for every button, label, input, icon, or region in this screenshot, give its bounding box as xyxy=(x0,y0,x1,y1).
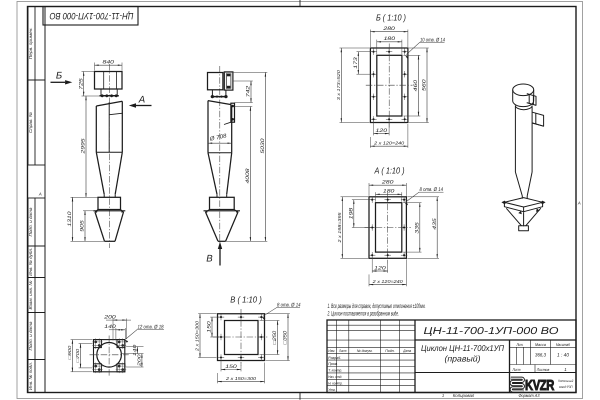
svg-text:(правый): (правый) xyxy=(445,354,481,364)
svg-text:2. Циклон поставляется в разо: 2. Циклон поставляется в разобранном вид… xyxy=(327,311,399,318)
svg-text:Б: Б xyxy=(56,70,62,81)
svg-text:Пров.: Пров. xyxy=(328,362,338,366)
svg-text:4008: 4008 xyxy=(245,168,251,183)
svg-text:Подп. и дата: Подп. и дата xyxy=(28,321,33,351)
svg-text:Изм.: Изм. xyxy=(328,349,335,353)
svg-text:Н. контр.: Н. контр. xyxy=(328,381,343,385)
svg-text:Б ( 1:10 ): Б ( 1:10 ) xyxy=(376,12,406,22)
svg-text:□250: □250 xyxy=(272,331,278,345)
svg-text:Копировал: Копировал xyxy=(453,393,475,398)
svg-text:10 отв. Ø 14: 10 отв. Ø 14 xyxy=(420,38,445,44)
svg-text:1310: 1310 xyxy=(67,211,73,226)
svg-text:В: В xyxy=(206,253,213,264)
svg-text:А: А xyxy=(577,201,581,206)
svg-text:Циклон ЦН-11-700х1УП: Циклон ЦН-11-700х1УП xyxy=(421,343,505,353)
svg-text:435: 435 xyxy=(432,218,438,230)
svg-text:Дата: Дата xyxy=(402,349,411,353)
svg-text:Инв. № подл.: Инв. № подл. xyxy=(28,362,33,390)
svg-text:Ø 708: Ø 708 xyxy=(208,133,228,143)
svg-text:Подп.: Подп. xyxy=(385,349,395,353)
svg-text:А: А xyxy=(138,94,145,105)
svg-text:180: 180 xyxy=(383,189,395,195)
svg-text:366,3: 366,3 xyxy=(535,353,546,359)
svg-text:2 х 198=395: 2 х 198=395 xyxy=(337,212,342,244)
svg-text:Инв. № дубл.: Инв. № дубл. xyxy=(28,248,33,276)
svg-text:8 отв. Ø 14: 8 отв. Ø 14 xyxy=(277,303,301,309)
svg-text:№ докум.: № докум. xyxy=(357,349,373,353)
svg-text:Формат А3: Формат А3 xyxy=(519,393,540,398)
svg-text:120: 120 xyxy=(374,265,386,271)
svg-text:Разраб.: Разраб. xyxy=(328,356,341,360)
svg-text:Взам. инв. №: Взам. инв. № xyxy=(28,280,33,309)
svg-text:Масштаб: Масштаб xyxy=(556,342,571,347)
svg-text:150: 150 xyxy=(225,364,237,370)
svg-text:840: 840 xyxy=(103,59,115,65)
svg-text:Масса: Масса xyxy=(535,342,547,347)
svg-text:280: 280 xyxy=(382,26,395,32)
svg-text:Котельный: Котельный xyxy=(558,379,573,383)
svg-text:ЦН-11-700-1УП-000 ВО: ЦН-11-700-1УП-000 ВО xyxy=(424,326,559,337)
svg-text:Перв. примен.: Перв. примен. xyxy=(28,27,33,59)
svg-text:905: 905 xyxy=(80,220,86,232)
svg-text:Лит.: Лит. xyxy=(516,342,524,347)
svg-text:Листов: Листов xyxy=(536,367,549,372)
svg-text:1 : 40: 1 : 40 xyxy=(557,353,569,359)
svg-text:Справ. №: Справ. № xyxy=(28,112,33,133)
svg-text:1: 1 xyxy=(564,367,567,372)
svg-text:140: 140 xyxy=(132,344,137,356)
svg-text:Лист: Лист xyxy=(338,349,346,353)
svg-text:335: 335 xyxy=(414,222,420,234)
svg-text:□900: □900 xyxy=(67,345,72,359)
svg-text:Утв.: Утв. xyxy=(328,388,336,392)
svg-text:200: 200 xyxy=(103,314,116,320)
svg-text:140: 140 xyxy=(104,324,116,330)
svg-text:А ( 1:10 ): А ( 1:10 ) xyxy=(374,166,405,176)
svg-text:180: 180 xyxy=(384,36,396,42)
svg-text:173: 173 xyxy=(353,57,359,69)
svg-text:2 х 150=300: 2 х 150=300 xyxy=(195,320,200,352)
svg-text:ЦН-11-700-1УП-000 ВО: ЦН-11-700-1УП-000 ВО xyxy=(50,11,134,21)
svg-text:725: 725 xyxy=(78,78,84,90)
svg-text:280: 280 xyxy=(381,179,394,185)
svg-text:В ( 1:10 ): В ( 1:10 ) xyxy=(230,295,262,305)
svg-text:560: 560 xyxy=(422,79,428,91)
svg-text:KVZR: KVZR xyxy=(525,378,555,394)
svg-text:198: 198 xyxy=(348,207,354,219)
svg-text:1: 1 xyxy=(442,393,444,398)
svg-text:8 отв. Ø 14: 8 отв. Ø 14 xyxy=(420,187,444,193)
svg-text:Лист: Лист xyxy=(512,367,521,372)
svg-text:Т. контр.: Т. контр. xyxy=(328,369,342,373)
svg-text:460: 460 xyxy=(413,80,419,92)
svg-text:150: 150 xyxy=(207,321,213,333)
svg-text:А: А xyxy=(38,192,42,197)
svg-text:3 х 173=520: 3 х 173=520 xyxy=(336,69,341,100)
svg-text:120: 120 xyxy=(376,128,388,134)
svg-text:□700: □700 xyxy=(75,348,80,362)
svg-text:5030: 5030 xyxy=(260,138,266,153)
svg-text:2995: 2995 xyxy=(81,138,87,155)
svg-text:Подп. и дата: Подп. и дата xyxy=(28,207,33,237)
svg-text:завод РЗП: завод РЗП xyxy=(558,385,573,389)
svg-text:Нач. отд.: Нач. отд. xyxy=(328,375,342,379)
svg-text:12 отв. Ø 18: 12 отв. Ø 18 xyxy=(138,325,164,331)
svg-text:1. Все размеры для справок, д: 1. Все размеры для справок, допустимые о… xyxy=(328,303,426,310)
svg-text:2 х 150=300: 2 х 150=300 xyxy=(225,376,257,381)
svg-text:□350: □350 xyxy=(283,331,289,345)
svg-text:742: 742 xyxy=(246,85,252,97)
svg-text:2 х 120=240: 2 х 120=240 xyxy=(371,279,403,284)
svg-text:2 х 120=240: 2 х 120=240 xyxy=(373,140,405,145)
svg-text:200: 200 xyxy=(137,353,142,367)
